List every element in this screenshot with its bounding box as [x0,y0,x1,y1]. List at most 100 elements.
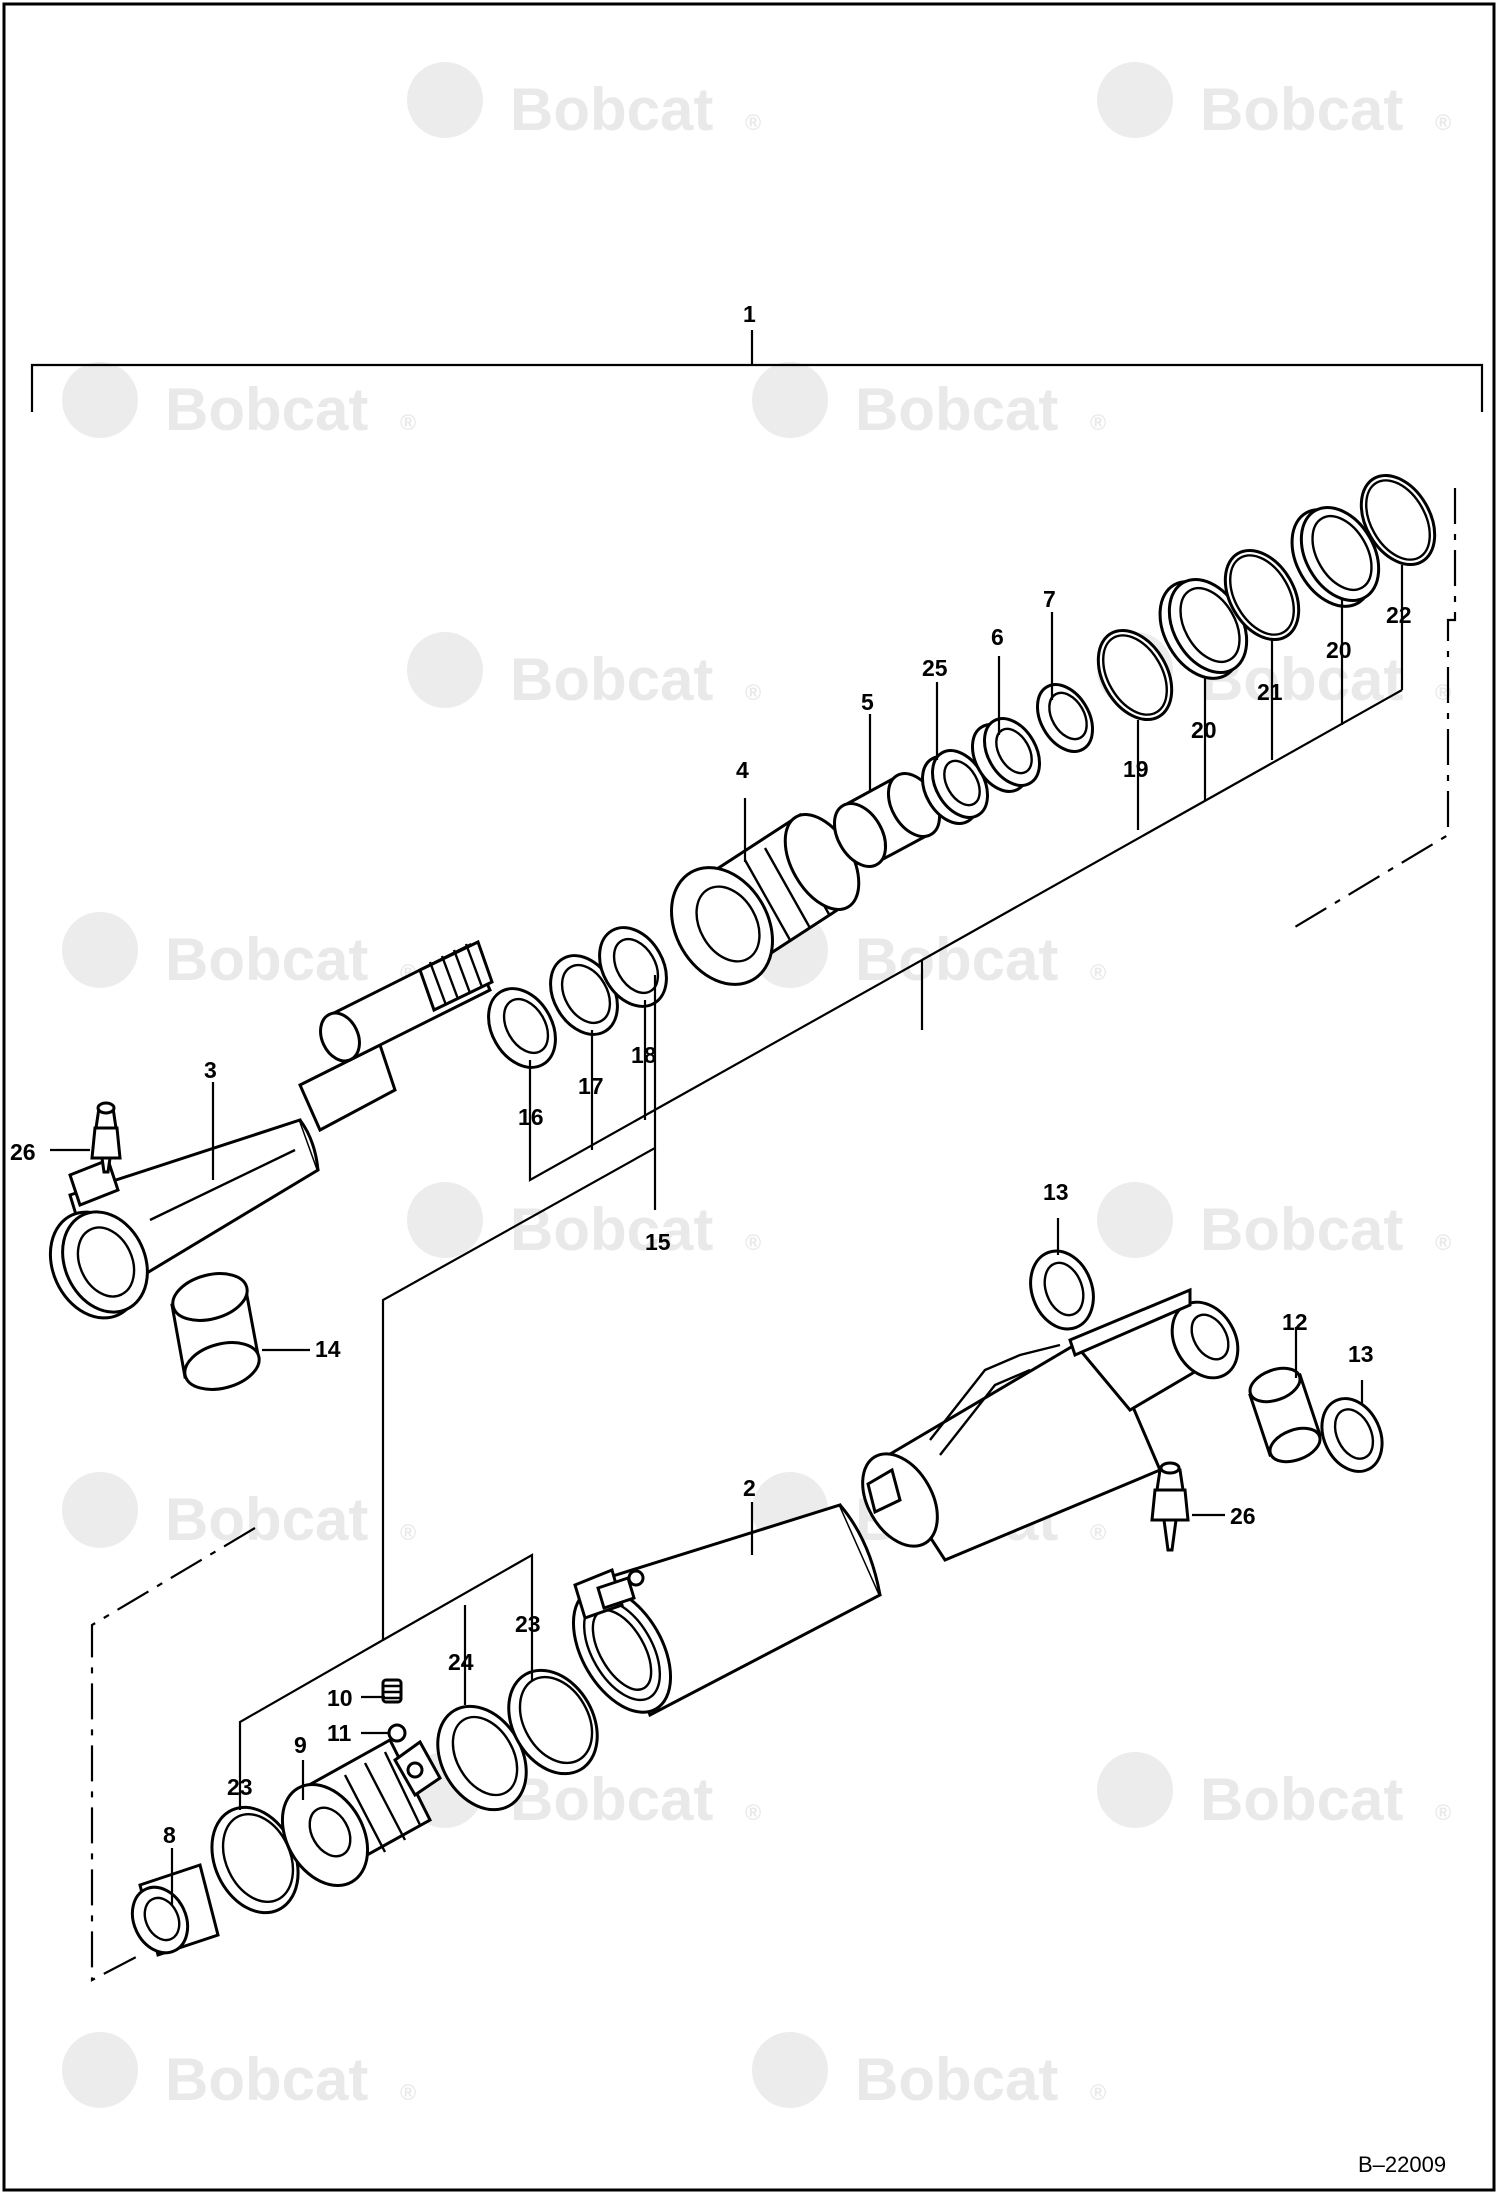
callout-26b: 26 [1230,1503,1256,1529]
callout-24: 24 [448,1649,474,1675]
leader-lines [50,612,1364,1905]
seal-16-part [487,987,557,1069]
watermark-mark: ® [1090,410,1106,435]
callout-labels: 1 2 3 4 5 6 7 8 9 10 11 12 13 13 14 15 1… [10,301,1412,1848]
watermark-mark: ® [745,680,761,705]
watermark-text: Bobcat [1200,1196,1403,1263]
callout-3: 3 [204,1057,217,1083]
ball-part [387,1723,407,1743]
watermark-text: Bobcat [510,646,713,713]
watermark-mark: ® [1435,110,1451,135]
barrel-part [571,1287,1240,1718]
callout-25: 25 [922,655,948,681]
callout-18: 18 [631,1042,657,1068]
assembly-bracket [30,330,1484,412]
watermark-text: Bobcat [1200,1766,1403,1833]
callout-7: 7 [1043,586,1056,612]
o-ring-21-part [1223,548,1301,642]
bobcat-logo-icon [752,2032,828,2108]
piston-part [280,1737,442,1887]
grease-fitting-part [90,1101,122,1174]
seal-18-part [598,926,668,1008]
bobcat-logo-icon [62,362,138,438]
bobcat-logo-icon [62,912,138,988]
watermark-mark: ® [400,2080,416,2105]
bobcat-logo-icon [407,632,483,708]
watermark-text: Bobcat [165,926,368,993]
watermark-text: Bobcat [510,1766,713,1833]
figure-code: B–22009 [1358,2152,1446,2177]
watermark-mark: ® [400,1520,416,1545]
rod-eye-part [48,1118,320,1320]
callout-15: 15 [645,1229,671,1255]
watermark-mark: ® [745,1800,761,1825]
callout-13b: 13 [1348,1341,1374,1367]
callout-16: 16 [518,1104,544,1130]
watermark-text: Bobcat [165,2046,368,2113]
rod-shaft-part [298,939,494,1133]
callout-17: 17 [578,1073,604,1099]
ring-25-part [921,749,989,825]
bushing-part [170,1272,261,1391]
watermark-mark: ® [1090,2080,1106,2105]
callout-11: 11 [327,1720,352,1746]
callout-9: 9 [294,1732,307,1758]
seal-kit-leaders-lower [90,975,657,1982]
watermark-mark: ® [745,110,761,135]
set-screw-part [381,1678,403,1704]
callout-1: 1 [743,301,756,327]
seal-kit-leaders-upper [528,488,1457,1182]
watermark-text: Bobcat [510,76,713,143]
callout-8: 8 [163,1822,176,1848]
watermark-text: Bobcat [510,1196,713,1263]
o-ring-19-part [1096,628,1174,722]
callout-26a: 26 [10,1139,36,1165]
callout-22: 22 [1386,602,1412,628]
callout-4: 4 [736,757,749,783]
watermark-mark: ® [1435,1800,1451,1825]
bobcat-logo-icon [752,362,828,438]
callout-23b: 23 [515,1611,541,1637]
washer-13-top-part [1029,1249,1095,1331]
callout-13a: 13 [1043,1179,1069,1205]
bobcat-logo-icon [1097,1182,1173,1258]
callout-23a: 23 [227,1774,253,1800]
ring-20-part [1158,577,1249,680]
bobcat-logo-icon [407,62,483,138]
watermark-mark: ® [745,1230,761,1255]
bobcat-logo-icon [407,1182,483,1258]
ring-6-part [971,717,1041,793]
o-ring-22-part [1359,473,1437,567]
callout-19: 19 [1123,756,1149,782]
watermark-text: Bobcat [165,1486,368,1553]
callout-21: 21 [1257,679,1283,705]
watermark-text: Bobcat [1200,76,1403,143]
callout-6: 6 [991,624,1004,650]
watermark-mark: ® [1090,960,1106,985]
washer-13-right-part [1320,1397,1384,1473]
callout-2: 2 [743,1475,756,1501]
callout-5: 5 [861,689,874,715]
grease-fitting-lower-part [1150,1461,1190,1552]
watermark-layer: Bobcat ® Bobcat ® Bobcat ® Bobcat ® Bobc… [62,62,1451,2113]
watermark-mark: ® [1090,1520,1106,1545]
watermark-text: Bobcat [165,376,368,443]
bushing-12-part [1248,1366,1322,1464]
bobcat-logo-icon [62,1472,138,1548]
watermark-mark: ® [1435,1230,1451,1255]
bobcat-logo-icon [62,2032,138,2108]
ring-7-part [1036,683,1094,753]
bushing-8-part [130,1863,220,1957]
watermark-text: Bobcat [855,926,1058,993]
watermark-text: Bobcat [855,2046,1058,2113]
callout-20a: 20 [1191,717,1217,743]
callout-20b: 20 [1326,637,1352,663]
watermark-mark: ® [400,410,416,435]
callout-10: 10 [327,1685,353,1711]
bobcat-logo-icon [1097,62,1173,138]
bobcat-logo-icon [1097,1752,1173,1828]
callout-14: 14 [315,1336,341,1362]
watermark-text: Bobcat [855,376,1058,443]
